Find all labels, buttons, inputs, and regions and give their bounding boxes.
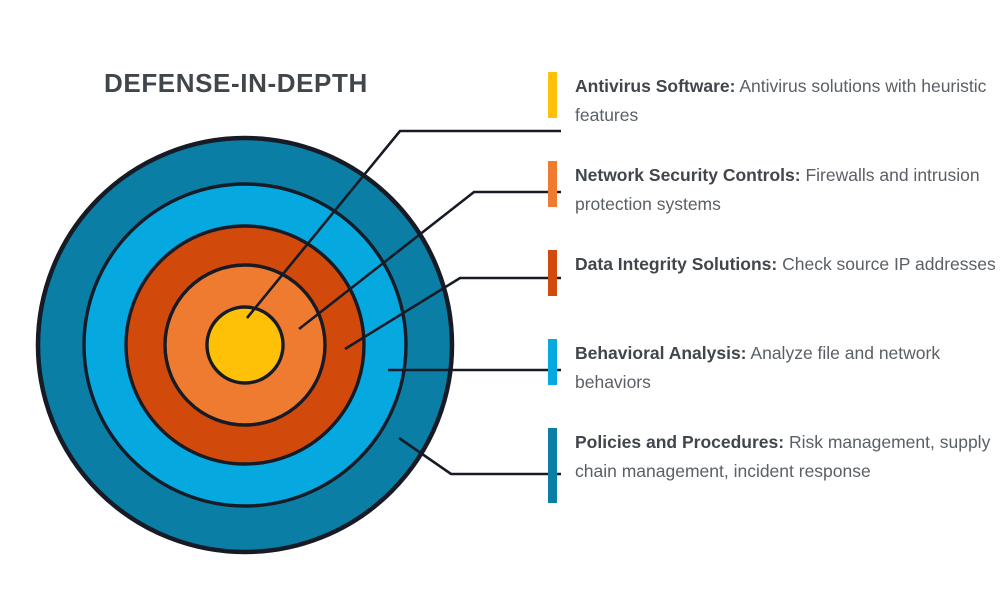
- legend-item-antivirus[interactable]: Antivirus Software: Antivirus solutions …: [548, 72, 1000, 130]
- legend-item-data-integrity-text: Data Integrity Solutions: Check source I…: [575, 250, 996, 279]
- legend-item-data-integrity-swatch: [548, 250, 557, 296]
- legend-item-policies-procedures-text: Policies and Procedures: Risk management…: [575, 428, 1000, 486]
- leader-line-data-integrity: [344, 276, 561, 351]
- legend-item-antivirus-text: Antivirus Software: Antivirus solutions …: [575, 72, 1000, 130]
- legend-list: Antivirus Software: Antivirus solutions …: [548, 0, 1000, 604]
- legend-item-network-security[interactable]: Network Security Controls: Firewalls and…: [548, 161, 1000, 219]
- legend-item-data-integrity-title: Data Integrity Solutions:: [575, 254, 778, 274]
- legend-item-policies-procedures-description: Risk management, supply chain management…: [575, 432, 991, 481]
- concentric-rings-group: [35, 135, 455, 555]
- legend-item-policies-procedures[interactable]: Policies and Procedures: Risk management…: [548, 428, 1000, 503]
- legend-item-network-security-description: Firewalls and intrusion protection syste…: [575, 165, 980, 214]
- legend-item-network-security-title: Network Security Controls:: [575, 165, 801, 185]
- legend-item-antivirus-description: Antivirus solutions with heuristic featu…: [575, 76, 987, 125]
- legend-item-behavioral-analysis-swatch: [548, 339, 557, 385]
- legend-item-antivirus-swatch: [548, 72, 557, 118]
- legend-item-network-security-swatch: [548, 161, 557, 207]
- legend-item-behavioral-analysis[interactable]: Behavioral Analysis: Analyze file and ne…: [548, 339, 1000, 397]
- legend-item-policies-procedures-swatch: [548, 428, 557, 503]
- page-title: DEFENSE-IN-DEPTH: [104, 68, 368, 98]
- leader-line-policies-procedures: [398, 436, 561, 476]
- legend-item-policies-procedures-title: Policies and Procedures:: [575, 432, 785, 452]
- leader-line-antivirus: [245, 129, 561, 319]
- legend-item-data-integrity[interactable]: Data Integrity Solutions: Check source I…: [548, 250, 1000, 296]
- legend-item-behavioral-analysis-title: Behavioral Analysis:: [575, 343, 747, 363]
- legend-item-behavioral-analysis-text: Behavioral Analysis: Analyze file and ne…: [575, 339, 1000, 397]
- legend-item-antivirus-title: Antivirus Software:: [575, 76, 736, 96]
- leader-lines-group: [245, 129, 561, 476]
- legend-item-network-security-text: Network Security Controls: Firewalls and…: [575, 161, 1000, 219]
- legend-item-behavioral-analysis-description: Analyze file and network behaviors: [575, 343, 941, 392]
- leader-line-network-security: [298, 190, 561, 331]
- antivirus-core[interactable]: [205, 305, 285, 385]
- legend-item-data-integrity-description: Check source IP addresses: [777, 254, 996, 274]
